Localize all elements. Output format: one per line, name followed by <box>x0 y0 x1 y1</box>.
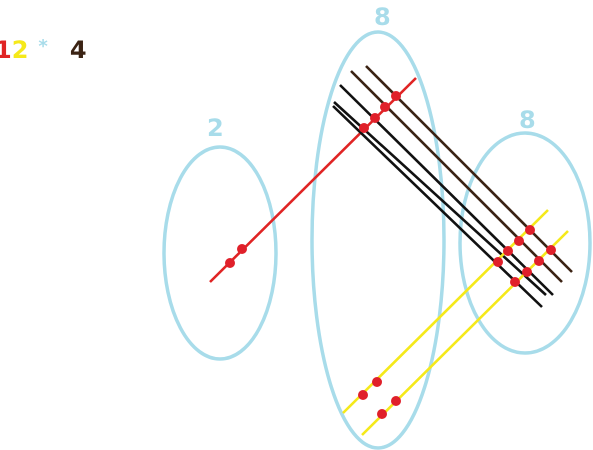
dot <box>534 256 544 266</box>
dot <box>391 396 401 406</box>
ellipse-middle <box>310 30 446 450</box>
expression-operator: * <box>38 36 48 57</box>
expression-result: 4 <box>69 36 87 64</box>
dot <box>514 236 524 246</box>
expression-second-digit: 2 <box>11 36 29 64</box>
dot <box>372 377 382 387</box>
brown-line-1 <box>365 65 573 273</box>
ellipse-right <box>458 131 592 355</box>
ellipse-left <box>162 145 278 361</box>
dot <box>493 257 503 267</box>
left-ellipse-label: 2 <box>207 114 224 142</box>
dot <box>358 390 368 400</box>
dot <box>525 225 535 235</box>
dot <box>546 245 556 255</box>
expression: 12 * 4 <box>0 36 87 64</box>
dot <box>237 244 247 254</box>
dot <box>359 123 369 133</box>
expression-first-digit: 1 <box>0 36 12 64</box>
dot <box>510 277 520 287</box>
middle-ellipse-label: 8 <box>374 3 391 31</box>
dot <box>391 91 401 101</box>
dot <box>370 113 380 123</box>
dot <box>225 258 235 268</box>
dot <box>522 267 532 277</box>
black-line-3 <box>332 105 543 308</box>
dot <box>377 409 387 419</box>
black-line-2 <box>333 101 547 296</box>
dot <box>503 246 513 256</box>
right-ellipse-label: 8 <box>519 106 536 134</box>
dot <box>380 102 390 112</box>
